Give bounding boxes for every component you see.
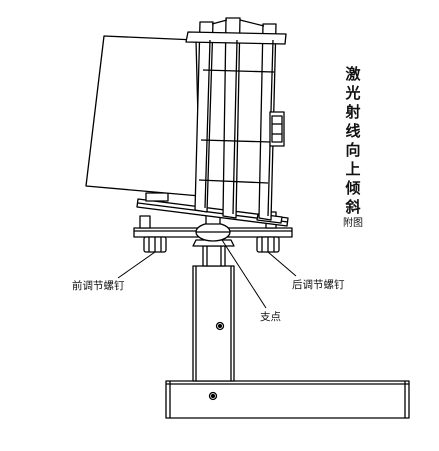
- front-screw-label: 前调节螺钉: [72, 279, 125, 292]
- title-char: 倾: [344, 179, 360, 197]
- title-char: 射: [344, 103, 360, 121]
- side-knob: [269, 111, 285, 147]
- title-char: 上: [345, 160, 360, 178]
- pivot-label: 支点: [260, 311, 281, 323]
- vertical-title: 激 光 射 线 向 上 倾 斜: [344, 65, 361, 216]
- rear-screw-label: 后调节螺钉: [292, 279, 345, 291]
- pivot-ball: [195, 213, 231, 242]
- title-char: 线: [345, 122, 360, 140]
- title-char: 光: [344, 84, 360, 102]
- title-suffix: 附图: [343, 216, 363, 229]
- base-block: [165, 380, 410, 419]
- pivot-leader: [221, 239, 267, 309]
- title-char: 向: [345, 141, 360, 159]
- mounting-frame: [185, 17, 287, 221]
- title-char: 激: [345, 65, 361, 83]
- support-post: [192, 265, 235, 382]
- title-char: 斜: [344, 198, 360, 216]
- front-screw-leader: [117, 251, 156, 279]
- laser-housing: [85, 35, 201, 197]
- pivot-neck: [192, 239, 235, 267]
- rear-screw-leader: [267, 251, 297, 277]
